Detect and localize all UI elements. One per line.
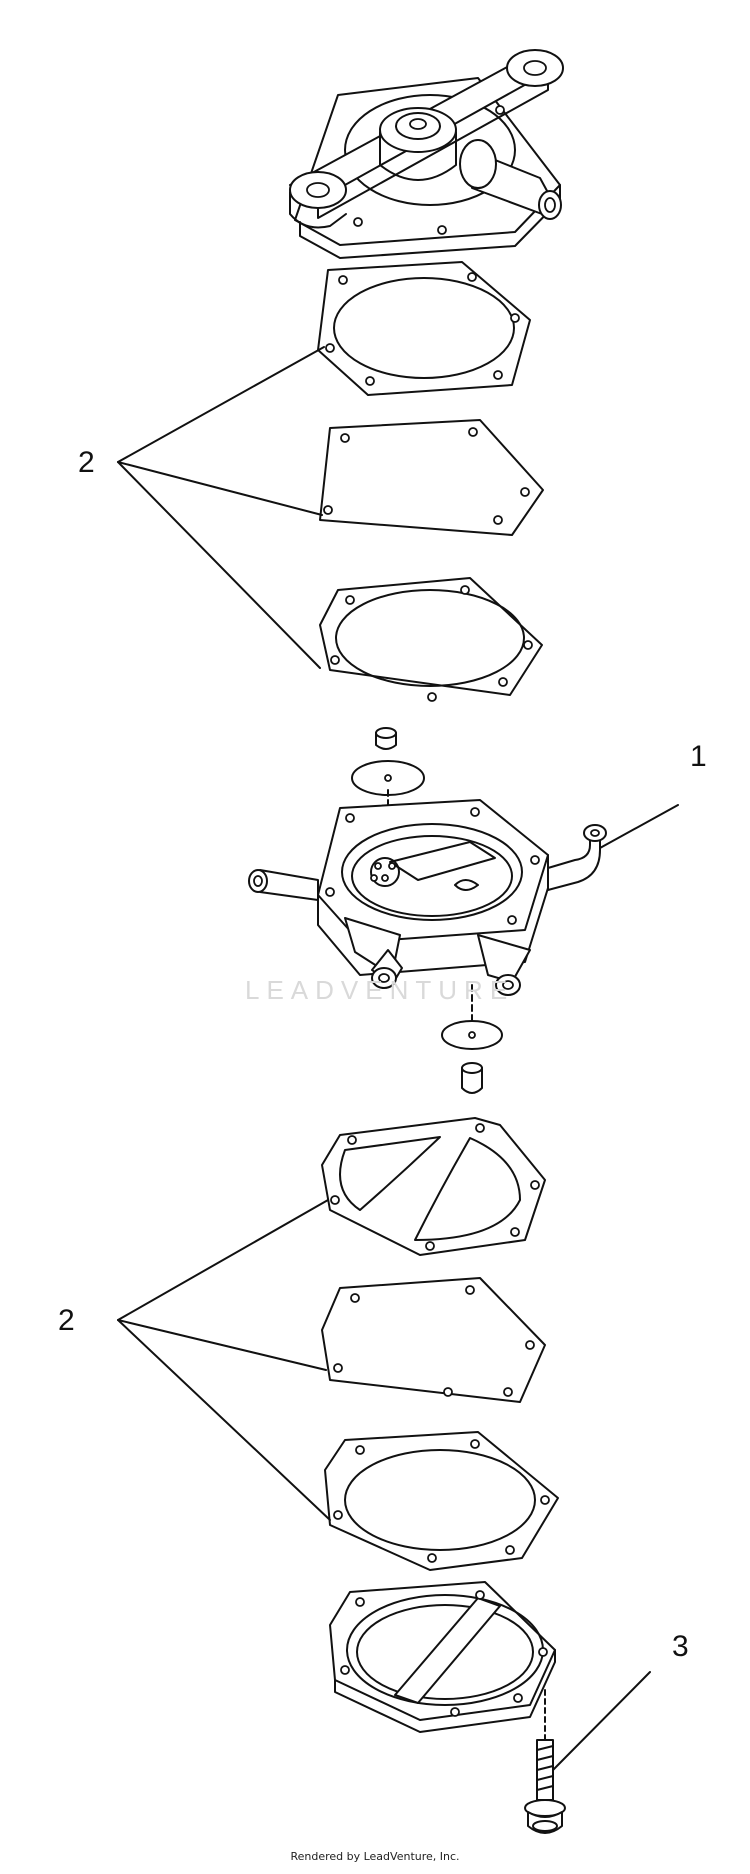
callout-part-1: 1 [690, 740, 707, 773]
pump-body [248, 799, 607, 996]
lower-check-valve [441, 984, 503, 1094]
pump-bottom-cover [329, 1581, 556, 1733]
leader-lines-part-2-upper [117, 346, 325, 669]
callout-part-2-upper: 2 [78, 446, 95, 479]
upper-gasket-ring-2 [319, 577, 543, 702]
leader-line-part-1 [599, 804, 679, 849]
watermark-text: LEADVENTURE [245, 975, 515, 1005]
callout-part-2-lower: 2 [58, 1304, 75, 1337]
screw [524, 1689, 566, 1834]
upper-gasket-ring-1 [317, 261, 531, 396]
pump-top-cover [289, 49, 564, 259]
leader-lines-part-2-lower [117, 1199, 331, 1521]
upper-check-valve [351, 727, 425, 831]
callout-part-3: 3 [672, 1630, 689, 1663]
lower-diaphragm [321, 1277, 546, 1403]
rendered-by-credit: Rendered by LeadVenture, Inc. [290, 1850, 460, 1863]
lower-gasket-ring [324, 1431, 559, 1571]
lower-gasket-double-window [321, 1117, 546, 1256]
upper-diaphragm [319, 419, 544, 536]
leader-line-part-3 [552, 1671, 651, 1771]
